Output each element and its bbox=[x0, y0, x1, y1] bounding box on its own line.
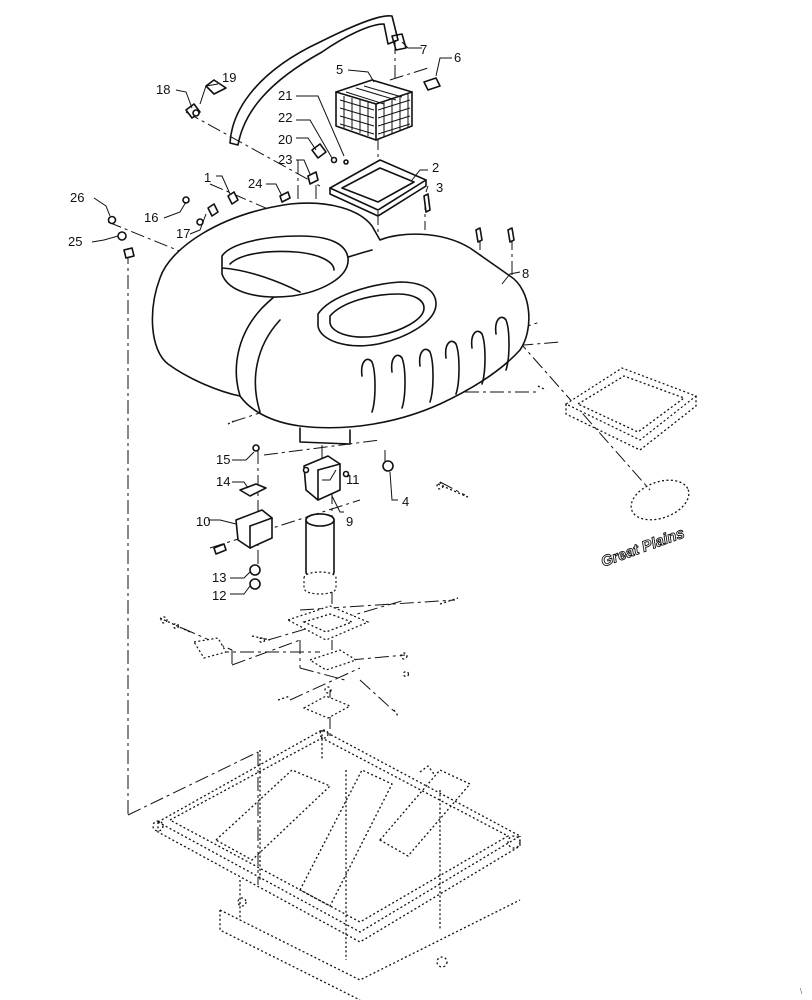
callout-labels: 1 2 3 4 5 6 7 8 9 10 11 12 13 14 15 16 1… bbox=[68, 42, 529, 603]
callout-13: 13 bbox=[212, 570, 226, 585]
callout-4: 4 bbox=[402, 494, 409, 509]
callout-15: 15 bbox=[216, 452, 230, 467]
callout-21: 21 bbox=[278, 88, 292, 103]
callout-8: 8 bbox=[522, 266, 529, 281]
part-6-clip bbox=[423, 77, 441, 91]
callout-23: 23 bbox=[278, 152, 292, 167]
callout-3: 3 bbox=[436, 180, 443, 195]
callout-12: 12 bbox=[212, 588, 226, 603]
mount-brackets bbox=[213, 444, 350, 590]
callout-2: 2 bbox=[432, 160, 439, 175]
logo-text: Great Plains bbox=[599, 525, 687, 571]
lower-mount-plates bbox=[159, 385, 547, 719]
callout-24: 24 bbox=[248, 176, 262, 191]
callout-26: 26 bbox=[70, 190, 84, 205]
callout-19: 19 bbox=[222, 70, 236, 85]
logo-decal: Great Plains bbox=[598, 479, 690, 571]
callout-6: 6 bbox=[454, 50, 461, 65]
strainer-frame bbox=[564, 367, 698, 451]
callout-11: 11 bbox=[346, 472, 360, 487]
callout-7: 7 bbox=[420, 42, 427, 57]
callout-25: 25 bbox=[68, 234, 82, 249]
small-hardware bbox=[107, 103, 515, 259]
tank-body bbox=[151, 202, 530, 472]
base-frame bbox=[152, 729, 522, 1000]
callout-16: 16 bbox=[144, 210, 158, 225]
callout-18: 18 bbox=[156, 82, 170, 97]
callout-14: 14 bbox=[216, 474, 230, 489]
callout-5: 5 bbox=[336, 62, 343, 77]
callout-20: 20 bbox=[278, 132, 292, 147]
lid-plate-part bbox=[329, 159, 427, 217]
corner-mark: \ bbox=[800, 987, 803, 996]
callout-1: 1 bbox=[204, 170, 211, 185]
basket-part bbox=[335, 79, 413, 141]
callout-9: 9 bbox=[346, 514, 353, 529]
callout-17: 17 bbox=[176, 226, 190, 241]
support-spacer bbox=[303, 513, 337, 595]
callout-10: 10 bbox=[196, 514, 210, 529]
callout-22: 22 bbox=[278, 110, 292, 125]
leader-lines bbox=[91, 41, 521, 595]
